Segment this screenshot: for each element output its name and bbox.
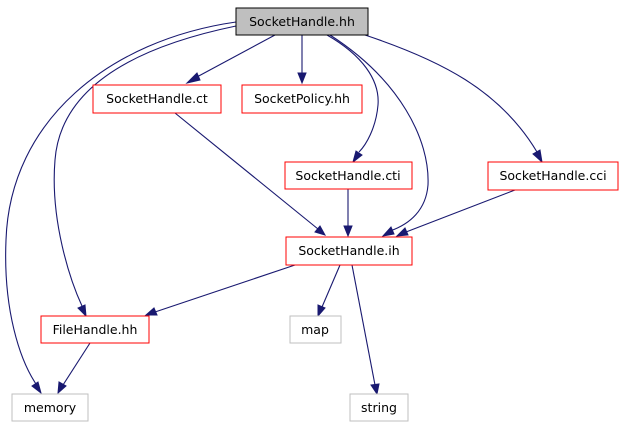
edge-sockethandle-hh-to-sockethandle-cti [326,34,379,164]
node-sockethandle-cti[interactable]: SocketHandle.cti [284,161,413,190]
edge-sockethandle-hh-to-filehandle-hh [53,25,237,318]
edge-sockethandle-hh-to-sockethandle-ct [185,34,276,84]
node-sockethandle-cci[interactable]: SocketHandle.cci [487,161,619,191]
edge-filehandle-hh-to-memory [57,342,91,395]
edge-sockethandle-hh-to-sockethandle-cci [364,34,543,164]
node-string[interactable]: string [349,393,409,422]
edge-sockethandle-hh-to-sockethandle-ih [329,34,429,237]
node-socketpolicy-hh[interactable]: SocketPolicy.hh [241,84,363,114]
node-map-label: map [301,322,329,337]
node-socketpolicy-hh-label: SocketPolicy.hh [254,91,350,106]
edge-sockethandle-hh-to-socketpolicy-hh [297,35,307,85]
edges [5,21,543,396]
node-filehandle-hh-label: FileHandle.hh [53,322,138,337]
edge-sockethandle-ih-to-string [351,264,380,396]
edge-sockethandle-ih-to-filehandle-hh [144,264,296,316]
node-memory[interactable]: memory [11,393,89,422]
edge-sockethandle-cti-to-sockethandle-ih [343,189,353,238]
node-sockethandle-ih-label: SocketHandle.ih [298,243,399,258]
node-sockethandle-ct[interactable]: SocketHandle.ct [92,84,222,114]
node-sockethandle-hh[interactable]: SocketHandle.hh [235,7,369,36]
nodes: SocketHandle.hh SocketHandle.ct SocketPo… [11,7,619,422]
node-sockethandle-ih[interactable]: SocketHandle.ih [285,236,413,266]
node-string-label: string [361,400,397,415]
node-sockethandle-hh-label: SocketHandle.hh [249,14,355,29]
node-memory-label: memory [24,400,77,415]
edge-sockethandle-ct-to-sockethandle-ih [174,112,327,236]
node-sockethandle-ct-label: SocketHandle.ct [106,91,208,106]
edge-sockethandle-ih-to-map [317,264,341,318]
edge-sockethandle-cci-to-sockethandle-ih [395,189,516,237]
node-sockethandle-cti-label: SocketHandle.cti [295,168,400,183]
node-filehandle-hh[interactable]: FileHandle.hh [40,315,150,344]
node-sockethandle-cci-label: SocketHandle.cci [499,168,606,183]
node-map[interactable]: map [289,315,342,344]
edge-sockethandle-hh-to-memory [5,21,237,395]
